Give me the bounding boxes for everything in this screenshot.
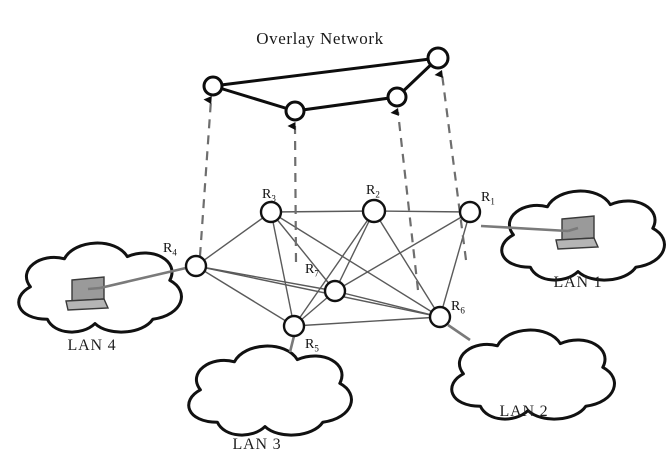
router-label-base: R	[305, 337, 315, 352]
mapping-arrow-r6	[390, 107, 420, 291]
router-node-r6	[428, 305, 452, 329]
lan-cloud-group	[17, 189, 666, 437]
router-link-R3-R2	[270, 210, 375, 213]
mapping-arrow-r3	[287, 121, 298, 263]
router-label-r3: R3	[262, 187, 276, 204]
router-node-r2	[361, 198, 387, 224]
router-link-R3-R7	[270, 211, 336, 292]
lan-1-cloud-label: LAN 1	[554, 274, 603, 291]
router-link-R3-R6	[270, 211, 441, 318]
lan-wire-group	[87, 224, 579, 353]
mapping-arrow-group	[198, 69, 468, 291]
overlay-network-title: Overlay Network	[256, 29, 384, 48]
lan-label-group: LAN 1 LAN 4 LAN 3 LAN 2	[68, 274, 603, 453]
router-label-subscript: 2	[375, 190, 380, 200]
router-link-R1-R7	[334, 211, 471, 292]
lan-4-cloud-label: LAN 4	[68, 337, 117, 354]
lan-2-cloud-uplink	[447, 323, 471, 342]
router-label-base: R	[366, 183, 376, 198]
lan-3-cloud-label: LAN 3	[233, 436, 282, 453]
lan-4-cloud-uplink	[99, 266, 187, 290]
router-node-r1	[458, 200, 482, 224]
overlay-node-middle	[284, 100, 306, 122]
lan-2-cloud	[450, 328, 616, 421]
lan-3-cloud-outline	[187, 344, 353, 437]
router-label-base: R	[481, 190, 491, 205]
router-label-r1: R1	[481, 190, 495, 207]
router-link-R1-R6	[439, 211, 471, 318]
router-node-r3	[259, 200, 283, 224]
lan-2-cloud-outline	[450, 328, 616, 421]
router-label-r2: R2	[366, 183, 380, 200]
lan-3-cloud-uplink	[288, 335, 296, 353]
overlay-link-o-middle-o-right-inner	[293, 95, 399, 113]
lan-3-cloud	[187, 344, 353, 437]
router-label-subscript: 1	[490, 197, 495, 207]
router-label-subscript: 4	[172, 248, 177, 258]
router-label-base: R	[451, 299, 461, 314]
overlay-node-left	[202, 75, 224, 97]
overlay-node-right-top	[426, 46, 450, 70]
router-label-r5: R5	[305, 337, 319, 354]
lan-4-cloud-computer-icon	[65, 276, 110, 311]
router-label-subscript: 7	[314, 269, 319, 279]
router-label-base: R	[305, 262, 315, 277]
overlay-node-group	[202, 46, 450, 122]
router-link-R2-R6	[373, 210, 441, 318]
router-label-r7: R7	[305, 262, 319, 279]
lan-1-cloud-computer-icon	[555, 215, 600, 250]
overlay-node-right-inner	[386, 86, 408, 108]
router-link-group	[195, 210, 471, 327]
router-link-R5-R6	[293, 316, 441, 327]
mapping-arrow-r1	[434, 69, 468, 261]
lan-1-cloud-internal-wire	[567, 226, 579, 233]
router-label-r6: R6	[451, 299, 465, 316]
router-link-R4-R5	[195, 265, 295, 327]
router-label-base: R	[262, 187, 272, 202]
lan-1-cloud-uplink	[480, 224, 569, 233]
overlay-link-o-left-o-middle	[211, 84, 297, 113]
router-label-r4: R4	[163, 241, 177, 258]
router-node-group	[184, 198, 482, 338]
router-label-subscript: 5	[314, 344, 319, 354]
router-link-R2-R5	[293, 210, 375, 327]
router-label-subscript: 3	[271, 194, 276, 204]
router-link-R4-R3	[195, 211, 272, 267]
router-node-r4	[184, 254, 208, 278]
router-link-R2-R7	[334, 210, 375, 292]
router-link-R7-R6	[334, 290, 441, 318]
router-label-subscript: 6	[460, 306, 465, 316]
router-link-R2-R1	[373, 210, 471, 213]
overlay-link-o-left-o-right-top	[211, 56, 440, 88]
router-label-base: R	[163, 241, 173, 256]
lan-4-cloud-internal-wire	[87, 286, 101, 291]
router-link-R3-R5	[270, 211, 295, 327]
mapping-arrow-r4	[198, 96, 213, 257]
router-node-r5	[282, 314, 306, 338]
router-node-r7	[323, 279, 347, 303]
lan-2-cloud-label: LAN 2	[500, 403, 549, 420]
